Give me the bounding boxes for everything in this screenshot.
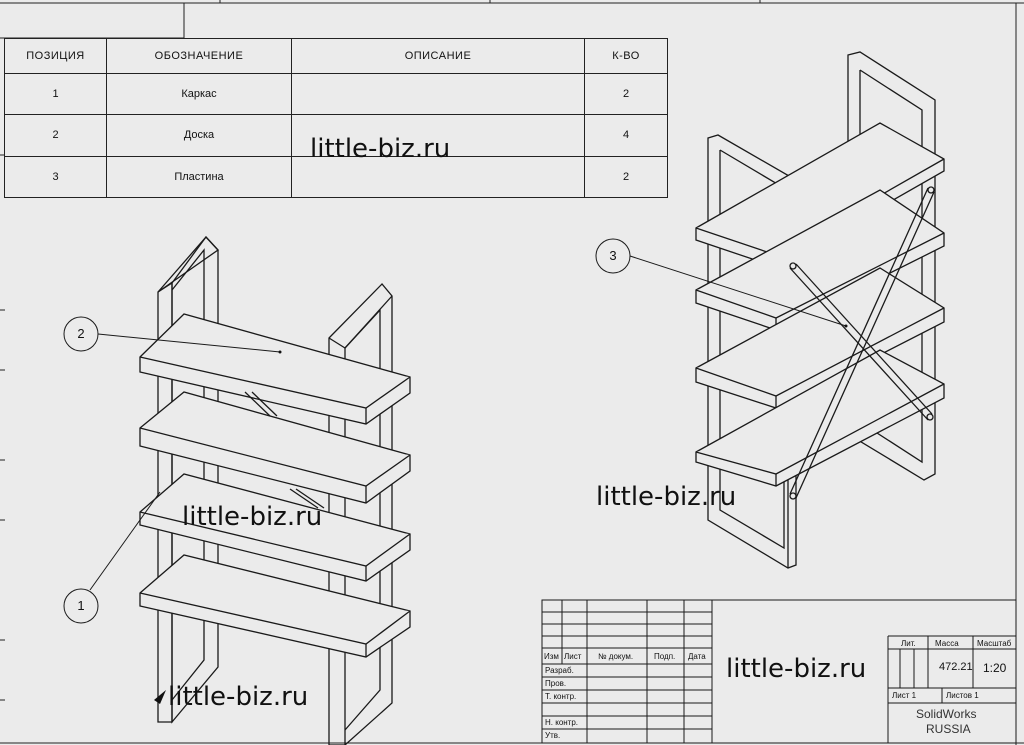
bom-cell-pos: 2 [4,114,107,157]
bom-header-row: ПОЗИЦИЯ ОБОЗНАЧЕНИЕ ОПИСАНИЕ К-ВО [4,38,668,74]
role-developer: Разраб. [545,666,574,675]
bom-cell-qty: 2 [584,155,668,199]
watermark: little-biz.ru [168,682,309,712]
bom-cell-qty: 2 [584,72,668,116]
role-norm-control: Н. контр. [545,718,579,727]
balloon-2: 2 [77,326,85,341]
balloon-1: 1 [77,598,85,613]
bom-cell-desc [291,155,585,199]
title-block [541,599,1017,744]
table-row: 1 Каркас 2 [4,72,668,116]
sheets-label: Листов 1 [946,691,979,700]
sheet-label: Лист 1 [892,691,917,700]
mass-value: 472.21 [939,661,973,673]
bom-header-quantity: К-ВО [584,38,668,74]
watermark: little-biz.ru [182,502,323,532]
bom-cell-name: Каркас [106,72,292,116]
company-line-2: RUSSIA [926,722,971,736]
watermark: little-biz.ru [596,482,737,512]
watermark: little-biz.ru [310,134,451,164]
left-shelf-view [139,235,411,745]
company-line-1: SolidWorks [916,707,977,721]
rev-header-doc: № докум. [598,652,634,661]
bom-cell-qty: 4 [584,114,668,157]
scale-label: Масштаб [977,639,1012,648]
bom-cell-pos: 1 [4,72,107,116]
bom-table: ПОЗИЦИЯ ОБОЗНАЧЕНИЕ ОПИСАНИЕ К-ВО 1 Карк… [4,38,668,199]
rev-header-sign: Подп. [654,652,676,661]
table-row: 3 Пластина 2 [4,155,668,199]
rev-header-sheet: Лист [564,652,582,661]
right-shelf-view [695,51,945,569]
role-checker: Пров. [545,679,567,688]
watermark: little-biz.ru [726,654,867,684]
scale-value: 1:20 [983,661,1007,675]
mass-label: Масса [935,639,959,648]
role-approved: Утв. [545,731,561,740]
rev-header-date: Дата [688,652,706,661]
bom-header-position: ПОЗИЦИЯ [4,38,107,74]
bom-cell-desc [291,72,585,116]
rev-header-change: Изм [544,652,559,661]
bom-header-description: ОПИСАНИЕ [291,38,585,74]
bom-cell-pos: 3 [4,155,107,199]
lit-label: Лит. [901,639,916,648]
balloon-3: 3 [609,248,617,263]
role-tech-control: Т. контр. [545,692,577,701]
bom-cell-name: Доска [106,114,292,157]
bom-cell-name: Пластина [106,155,292,199]
bom-header-designation: ОБОЗНАЧЕНИЕ [106,38,292,74]
